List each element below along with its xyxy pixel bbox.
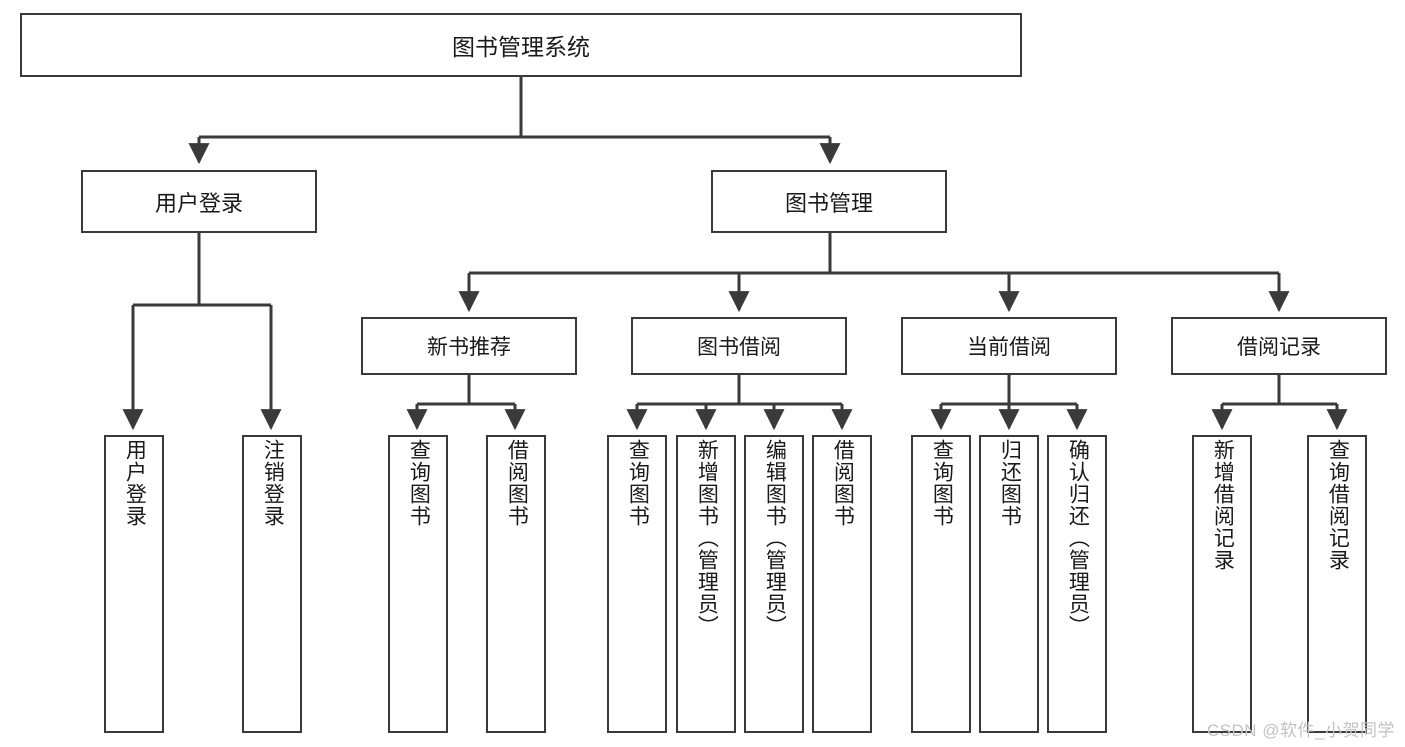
node-label: 图书借阅 (697, 336, 781, 359)
leaf-new-book-borrow-book[interactable]: 借阅图书 (486, 435, 546, 733)
node-label: 当前借阅 (967, 336, 1051, 359)
csdn-watermark: CSDN @软件_小贺同学 (1206, 721, 1395, 740)
node-label: 查询借阅记录 (1326, 439, 1350, 571)
node-label: 编辑图书（管理员） (763, 439, 787, 637)
node-label: 用户登录 (123, 439, 147, 527)
node-label: 用户登录 (154, 190, 243, 216)
node-label: 借阅记录 (1237, 336, 1321, 359)
node-root-book-management-system[interactable]: 图书管理系统 (20, 13, 1022, 77)
node-label: 新书推荐 (427, 336, 511, 359)
leaf-book-borrow-query-book[interactable]: 查询图书 (607, 435, 667, 733)
node-borrow-record[interactable]: 借阅记录 (1171, 317, 1387, 375)
node-label: 查询图书 (930, 439, 954, 527)
leaf-borrow-record-add-record[interactable]: 新增借阅记录 (1192, 435, 1252, 733)
node-label: 注销登录 (261, 439, 285, 527)
leaf-user-login-logout[interactable]: 注销登录 (242, 435, 302, 733)
node-label: 图书管理 (784, 190, 873, 216)
node-label: 新增借阅记录 (1211, 439, 1235, 571)
node-label: 归还图书 (998, 439, 1022, 527)
node-label: 借阅图书 (831, 439, 855, 527)
leaf-new-book-query-book[interactable]: 查询图书 (388, 435, 448, 733)
leaf-book-borrow-add-book-admin[interactable]: 新增图书（管理员） (676, 435, 736, 733)
node-label: 图书管理系统 (452, 34, 590, 60)
node-book-borrow[interactable]: 图书借阅 (631, 317, 847, 375)
node-label: 查询图书 (407, 439, 431, 527)
leaf-book-borrow-edit-book-admin[interactable]: 编辑图书（管理员） (744, 435, 804, 733)
leaf-current-borrow-query-book[interactable]: 查询图书 (911, 435, 971, 733)
node-label: 借阅图书 (505, 439, 529, 527)
node-current-borrow[interactable]: 当前借阅 (901, 317, 1117, 375)
leaf-current-borrow-confirm-return-admin[interactable]: 确认归还（管理员） (1047, 435, 1107, 733)
leaf-current-borrow-return-book[interactable]: 归还图书 (979, 435, 1039, 733)
leaf-user-login-login[interactable]: 用户登录 (104, 435, 164, 733)
node-label: 确认归还（管理员） (1066, 439, 1090, 637)
leaf-book-borrow-borrow-book[interactable]: 借阅图书 (812, 435, 872, 733)
node-label: 新增图书（管理员） (695, 439, 719, 637)
node-new-book-recommend[interactable]: 新书推荐 (361, 317, 577, 375)
node-book-management[interactable]: 图书管理 (711, 170, 947, 233)
leaf-borrow-record-query-record[interactable]: 查询借阅记录 (1307, 435, 1367, 733)
node-user-login[interactable]: 用户登录 (81, 170, 317, 233)
node-label: 查询图书 (626, 439, 650, 527)
